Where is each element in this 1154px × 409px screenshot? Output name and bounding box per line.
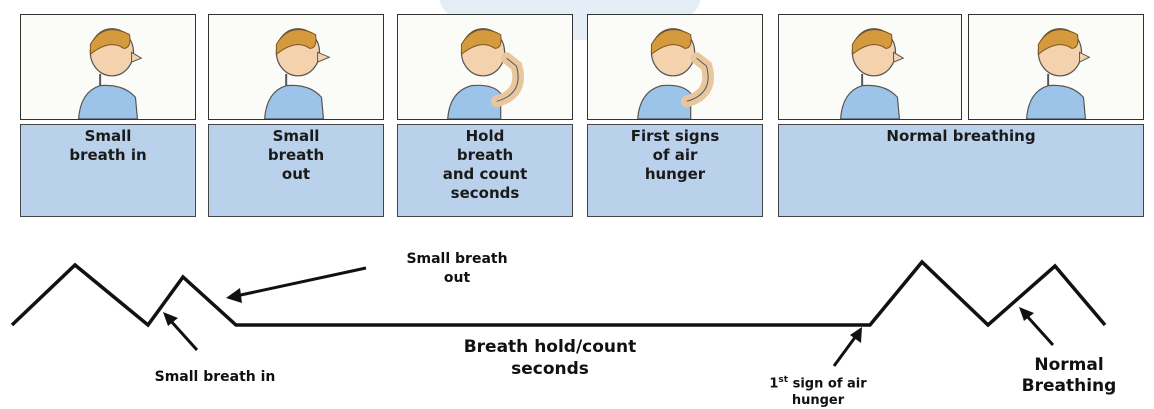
step-label-normal-breathing: Normal breathing bbox=[778, 124, 1144, 217]
step-label-hold-breath: Hold breath and count seconds bbox=[397, 124, 573, 217]
annotation-breath-hold: Breath hold/count seconds bbox=[395, 336, 705, 380]
arrowhead-small-breath-out bbox=[226, 288, 242, 303]
illustration-normal-breathing-1 bbox=[778, 14, 962, 120]
annotation-small-breath-out: Small breath out bbox=[362, 250, 552, 288]
illustration-small-breath-out bbox=[208, 14, 384, 120]
annotation-first-sign: 1st sign of air hunger bbox=[718, 372, 918, 409]
arrow-first-sign bbox=[834, 336, 856, 366]
arrow-small-breath-in bbox=[170, 320, 197, 350]
annotation-small-breath-in: Small breath in bbox=[100, 368, 330, 386]
illustration-hold-breath bbox=[397, 14, 573, 120]
illustration-normal-breathing-2 bbox=[968, 14, 1144, 120]
arrow-small-breath-out bbox=[236, 268, 366, 296]
arrowhead-normal-breathing bbox=[1019, 307, 1034, 321]
arrowhead-small-breath-in bbox=[163, 312, 178, 326]
step-label-air-hunger: First signs of air hunger bbox=[587, 124, 763, 217]
illustration-small-breath-in bbox=[20, 14, 196, 120]
arrow-normal-breathing bbox=[1026, 315, 1053, 345]
illustration-air-hunger bbox=[587, 14, 763, 120]
step-label-small-breath-in: Small breath in bbox=[20, 124, 196, 217]
annotation-normal-breathing: Normal Breathing bbox=[994, 355, 1144, 397]
breathing-line bbox=[12, 262, 1105, 325]
step-label-small-breath-out: Small breath out bbox=[208, 124, 384, 217]
